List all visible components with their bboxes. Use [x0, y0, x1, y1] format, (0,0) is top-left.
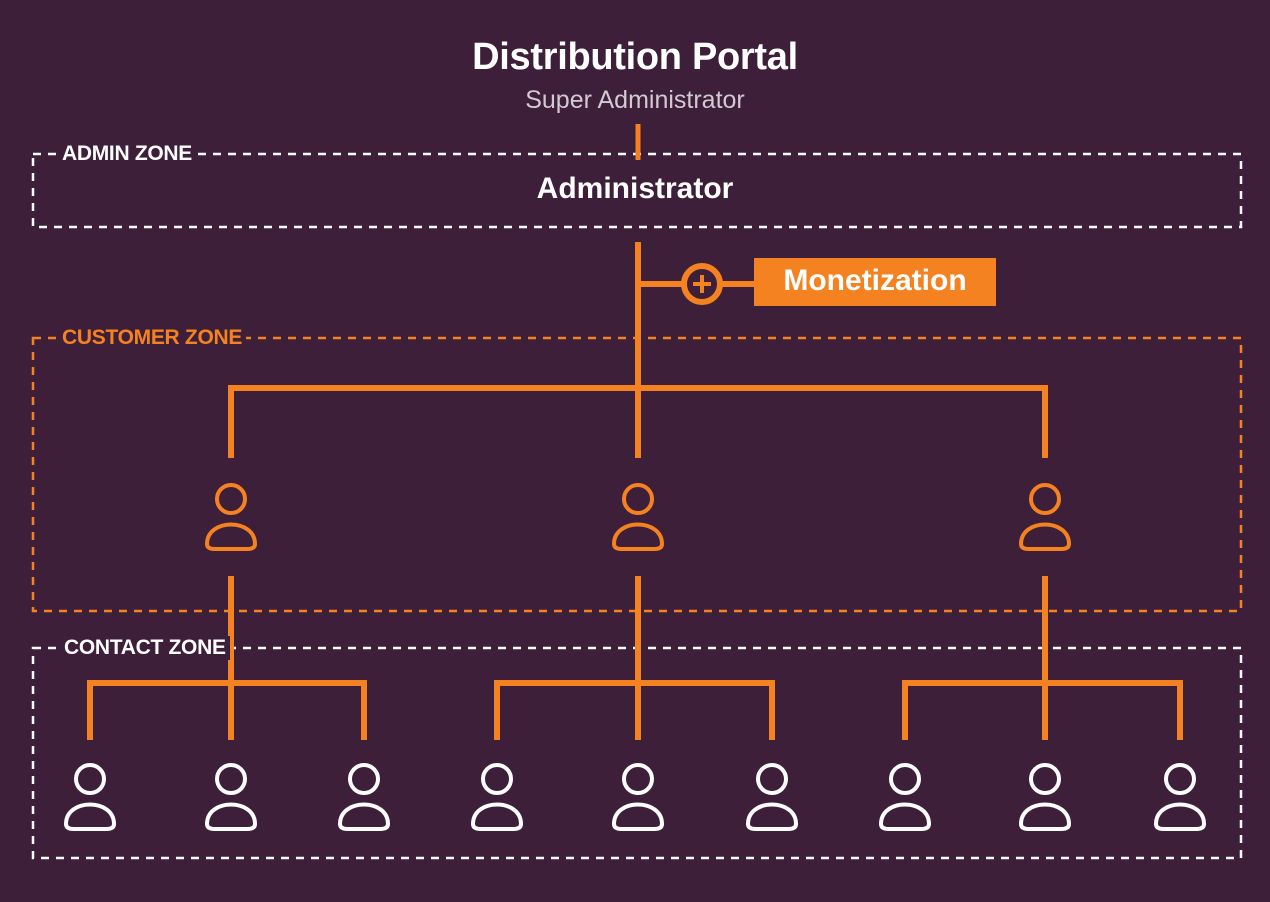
- contact-user-icon: [338, 763, 390, 831]
- page-subtitle: Super Administrator: [525, 86, 745, 114]
- contact-user-icon: [64, 763, 116, 831]
- admin-zone-label: ADMIN ZONE: [58, 142, 196, 166]
- customer-user-icon: [612, 483, 664, 551]
- monetization-label: Monetization: [783, 264, 967, 297]
- customer-user-icon: [205, 483, 257, 551]
- contact-user-icon: [746, 763, 798, 831]
- customer-user-icon: [1019, 483, 1071, 551]
- customer-zone-label: CUSTOMER ZONE: [58, 326, 247, 350]
- plus-circle-icon: [681, 263, 723, 305]
- administrator-node: Administrator: [536, 172, 734, 205]
- contact-user-icon: [1019, 763, 1071, 831]
- contact-user-icon: [471, 763, 523, 831]
- page-title: Distribution Portal: [472, 36, 798, 78]
- contact-user-icon: [879, 763, 931, 831]
- monetization-badge: [754, 258, 996, 306]
- contact-tree: [87, 576, 1183, 740]
- contact-user-icon: [205, 763, 257, 831]
- contact-zone-label: CONTACT ZONE: [60, 636, 230, 660]
- contact-user-icon: [1154, 763, 1206, 831]
- contact-user-icon: [612, 763, 664, 831]
